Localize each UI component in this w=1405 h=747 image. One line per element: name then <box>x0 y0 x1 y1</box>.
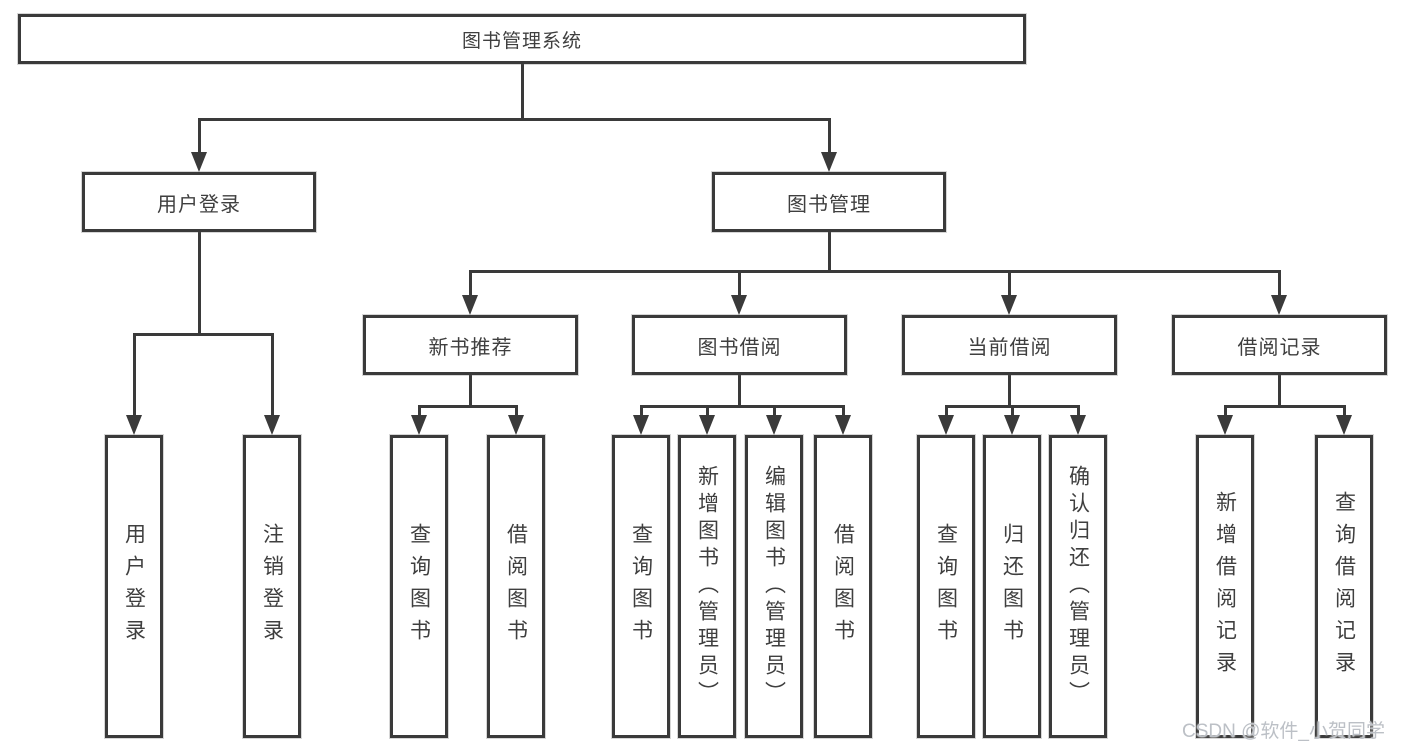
node-label: 借阅图书 <box>831 522 855 651</box>
connector <box>132 333 136 416</box>
arrow-down-icon <box>1336 415 1352 435</box>
connector <box>827 232 831 273</box>
connector <box>1223 405 1346 408</box>
node-book-management: 图书管理 <box>712 172 946 232</box>
leaf-nbr-borrow-book: 借阅图书 <box>487 435 545 738</box>
node-new-book-recommend: 新书推荐 <box>363 315 578 375</box>
connector <box>1277 270 1281 297</box>
connector <box>1277 375 1281 408</box>
connector <box>1223 405 1227 417</box>
connector <box>737 375 741 408</box>
node-user-login: 用户登录 <box>82 172 316 232</box>
connector <box>197 118 201 153</box>
node-label: 图书借阅 <box>697 336 782 359</box>
arrow-down-icon <box>633 415 649 435</box>
connector <box>705 405 709 417</box>
connector <box>468 375 472 408</box>
leaf-bb-add-book: 新增图书（管理员） <box>678 435 736 738</box>
leaf-bb-borrow-book: 借阅图书 <box>814 435 872 738</box>
connector <box>1007 375 1011 408</box>
node-label: 确认归还（管理员） <box>1066 465 1090 708</box>
arrow-down-icon <box>699 415 715 435</box>
connector <box>639 405 845 408</box>
node-label: 编辑图书（管理员） <box>762 465 786 708</box>
arrow-down-icon <box>411 415 427 435</box>
node-label: 归还图书 <box>1000 522 1024 651</box>
node-label: 查询借阅记录 <box>1332 490 1356 683</box>
connector <box>1007 270 1011 297</box>
connector <box>520 64 524 120</box>
leaf-bb-query-book: 查询图书 <box>612 435 670 738</box>
arrow-down-icon <box>508 415 524 435</box>
node-label: 查询图书 <box>629 522 653 651</box>
connector <box>270 333 274 416</box>
arrow-down-icon <box>1271 295 1287 315</box>
connector <box>827 118 831 153</box>
node-label: 查询图书 <box>407 522 431 651</box>
connector <box>468 270 472 297</box>
arrow-down-icon <box>1070 415 1086 435</box>
connector <box>1010 405 1014 417</box>
node-label: 注销登录 <box>260 522 284 651</box>
connector <box>514 405 518 417</box>
node-label: 用户登录 <box>122 522 146 651</box>
leaf-br-query-record: 查询借阅记录 <box>1315 435 1373 738</box>
connector <box>1076 405 1080 417</box>
connector <box>417 405 421 417</box>
connector <box>468 270 1281 273</box>
connector <box>639 405 643 417</box>
node-book-borrow: 图书借阅 <box>632 315 847 375</box>
arrow-down-icon <box>264 415 280 435</box>
connector <box>132 333 274 336</box>
csdn-watermark: CSDN @软件_小贺同学 <box>1182 721 1385 742</box>
arrow-down-icon <box>731 295 747 315</box>
arrow-down-icon <box>462 295 478 315</box>
leaf-cb-confirm-return: 确认归还（管理员） <box>1049 435 1107 738</box>
node-label: 借阅图书 <box>504 522 528 651</box>
connector <box>197 232 201 335</box>
connector <box>772 405 776 417</box>
leaf-cb-return-book: 归还图书 <box>983 435 1041 738</box>
arrow-down-icon <box>835 415 851 435</box>
leaf-bb-edit-book: 编辑图书（管理员） <box>745 435 803 738</box>
arrow-down-icon <box>191 152 207 172</box>
node-root: 图书管理系统 <box>18 14 1026 64</box>
node-label: 图书管理系统 <box>461 30 582 52</box>
leaf-br-add-record: 新增借阅记录 <box>1196 435 1254 738</box>
connector <box>841 405 845 417</box>
connector <box>1342 405 1346 417</box>
connector <box>417 405 518 408</box>
arrow-down-icon <box>126 415 142 435</box>
connector <box>944 405 948 417</box>
leaf-nbr-query-book: 查询图书 <box>390 435 448 738</box>
node-label: 用户登录 <box>157 193 241 216</box>
node-current-borrow: 当前借阅 <box>902 315 1117 375</box>
node-label: 图书管理 <box>787 193 871 216</box>
node-borrow-record: 借阅记录 <box>1172 315 1387 375</box>
connector <box>197 118 831 121</box>
node-label: 借阅记录 <box>1237 336 1322 359</box>
arrow-down-icon <box>1004 415 1020 435</box>
node-label: 新增借阅记录 <box>1213 490 1237 683</box>
leaf-logout: 注销登录 <box>243 435 301 738</box>
arrow-down-icon <box>766 415 782 435</box>
node-label: 当前借阅 <box>967 336 1052 359</box>
node-label: 新书推荐 <box>428 336 513 359</box>
arrow-down-icon <box>1217 415 1233 435</box>
node-label: 新增图书（管理员） <box>695 465 719 708</box>
connector <box>737 270 741 297</box>
arrow-down-icon <box>821 152 837 172</box>
leaf-cb-query-book: 查询图书 <box>917 435 975 738</box>
arrow-down-icon <box>1001 295 1017 315</box>
arrow-down-icon <box>938 415 954 435</box>
leaf-user-login: 用户登录 <box>105 435 163 738</box>
node-label: 查询图书 <box>934 522 958 651</box>
